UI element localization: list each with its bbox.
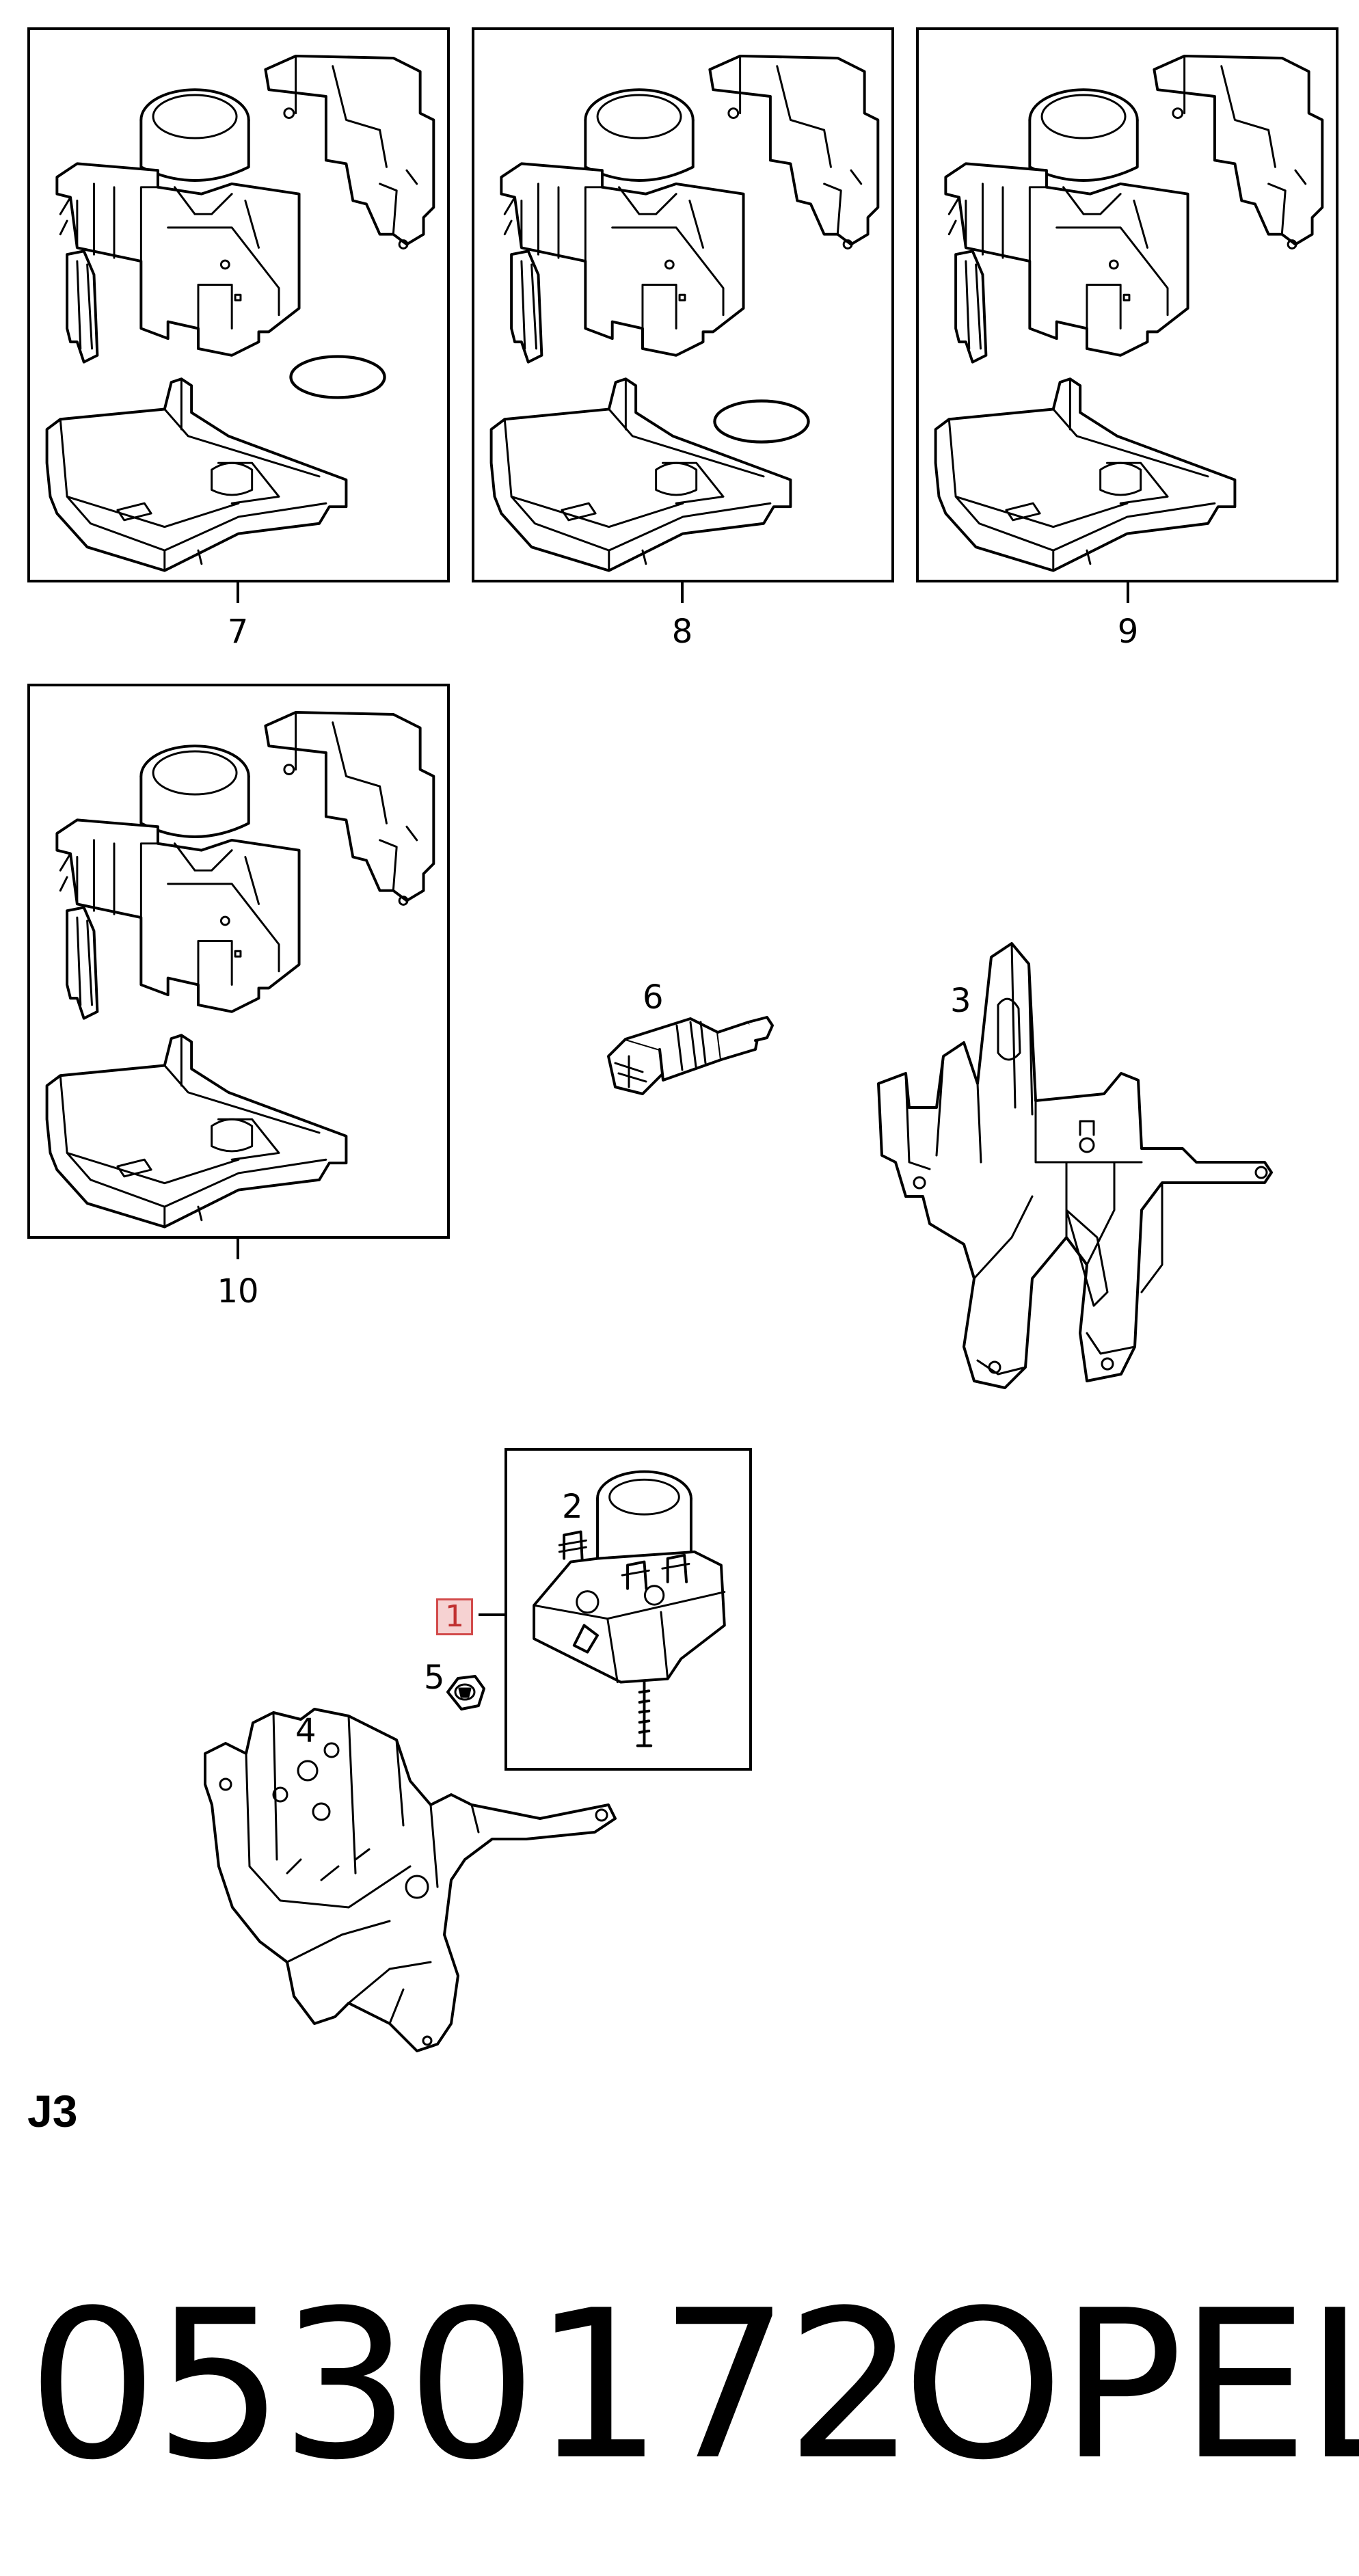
cover-drawing bbox=[919, 30, 1336, 580]
callout-bracket-lower: 4 bbox=[295, 1712, 317, 1750]
variant-label-8: 8 bbox=[671, 613, 693, 651]
upper-bracket-drawing bbox=[877, 942, 1273, 1389]
callout-bracket-upper: 3 bbox=[950, 982, 971, 1020]
modulator-drawing bbox=[533, 1470, 726, 1747]
tick-9 bbox=[1127, 582, 1129, 603]
callout-grommet: 5 bbox=[424, 1659, 445, 1697]
variant-frame-8 bbox=[472, 27, 894, 582]
tick-7 bbox=[237, 582, 239, 603]
callout-valve-body: 2 bbox=[562, 1488, 583, 1526]
variant-label-7: 7 bbox=[227, 613, 249, 651]
lower-bracket-drawing bbox=[204, 1708, 617, 2052]
part-number: 0530172 bbox=[27, 2266, 916, 2505]
tick-8 bbox=[681, 582, 684, 603]
brand-name: OPEL bbox=[902, 2266, 1359, 2505]
callout-sensor: 6 bbox=[643, 978, 664, 1017]
grommet-drawing bbox=[446, 1675, 485, 1710]
variant-frame-10 bbox=[27, 684, 450, 1239]
variant-label-10: 10 bbox=[217, 1272, 259, 1311]
cover-drawing bbox=[30, 30, 447, 580]
tick-10 bbox=[237, 1239, 239, 1259]
leader-modulator bbox=[479, 1613, 506, 1616]
cover-drawing bbox=[30, 686, 447, 1236]
pressure-sensor-drawing bbox=[607, 1016, 774, 1095]
variant-frame-7 bbox=[27, 27, 450, 582]
page-code: J3 bbox=[27, 2086, 78, 2136]
variant-label-9: 9 bbox=[1117, 613, 1139, 651]
cover-drawing bbox=[474, 30, 891, 580]
gasket-oval bbox=[286, 351, 389, 403]
variant-frame-9 bbox=[916, 27, 1338, 582]
callout-modulator[interactable]: 1 bbox=[436, 1598, 473, 1635]
gasket-oval bbox=[710, 396, 813, 447]
modulator-frame bbox=[504, 1448, 752, 1771]
